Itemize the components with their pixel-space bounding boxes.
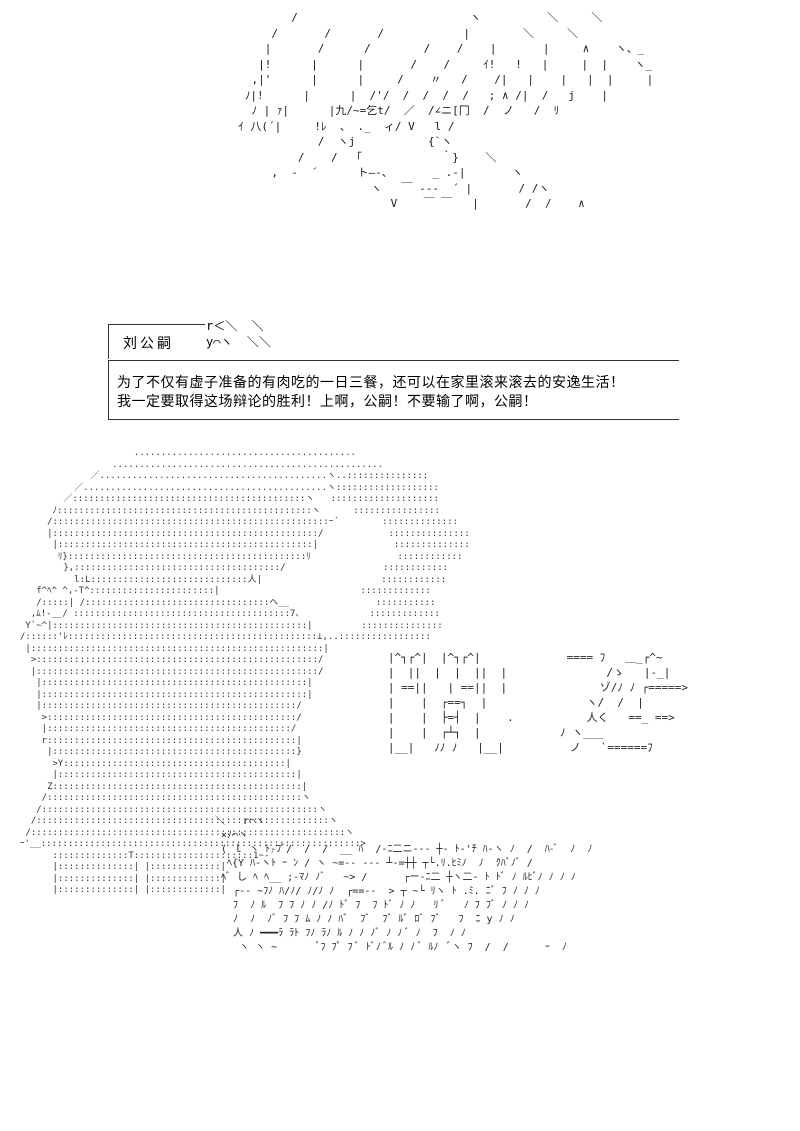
speaker-name: 刘公嗣 [123,336,174,352]
dialogue-box: 为了不仅有虚子准备的有肉吃的一日三餐，还可以在家里滚来滚去的安逸生活！ 我一定要… [108,360,679,420]
caped-figure-ascii-art: ........................................… [20,448,470,895]
kanji-title-ascii-art: |^┐┌^| |^┐┌^| ==== ﾌ ＿_┌^~ | || | | || |… [387,651,689,754]
dialogue-line-1: 为了不仅有虚子准备的有肉吃的一日三餐，还可以在家里滚来滚去的安逸生活！ [117,375,625,391]
speaker-tail-art: r＜＼ ＼ y⌒ヽ ＼＼ [206,319,271,349]
speaker-name-box: 刘公嗣 [108,324,205,359]
dialogue-line-2: 我一定要取得这场辩论的胜利！上啊，公嗣！不要输了啊，公嗣！ [117,394,538,410]
sound-effect-ascii-art: ＼ r⌒ヽ ×ﾉ⌒ヽ ( ｌ ヽ ﾄ-ﾌﾞ/ / / __ ﾊ /-ﾆ二ニ---… [215,816,593,953]
portrait-ascii-art: / ヽ ＼ ＼ / / / | ＼ ＼ | / / / / | | ∧ ヽ、_ … [238,11,654,210]
